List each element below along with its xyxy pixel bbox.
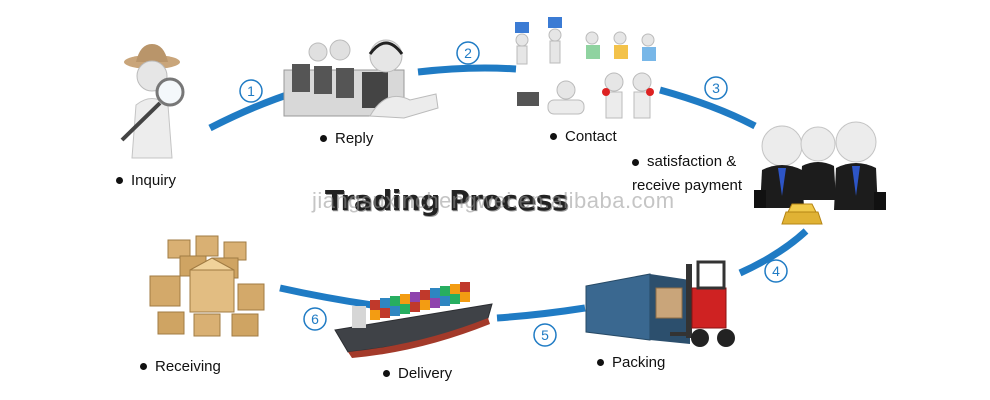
bullet-dot: [597, 359, 604, 366]
step-badge-5: 5: [533, 323, 557, 347]
step-badge-1-text: 1: [247, 83, 255, 99]
bullet-dot: [116, 177, 123, 184]
step-label-contact: Contact: [550, 128, 617, 145]
step-label-payment: satisfaction & receive payment: [632, 150, 742, 198]
bullet-dot: [140, 363, 147, 370]
people-communicating-icon: [515, 17, 656, 119]
bullet-dot: [632, 158, 639, 166]
container-forklift-icon: [585, 260, 735, 347]
step-label-inquiry: Inquiry: [116, 172, 176, 189]
step-label-reply: Reply: [320, 130, 373, 147]
step-label-packing-text: Packing: [612, 354, 666, 371]
arc-packing-delivery: [496, 304, 586, 322]
step-badge-1: 1: [239, 79, 263, 103]
call-center-operators-icon: [283, 39, 439, 119]
step-badge-3-text: 3: [712, 80, 720, 96]
step-badges: 1 2 3 4 5 6: [239, 41, 788, 347]
arc-reply-contact: [417, 64, 517, 76]
arc-contact-payment: [659, 86, 757, 130]
step-label-delivery: Delivery: [383, 365, 452, 382]
bullet-dot: [383, 370, 390, 377]
detective-with-magnifier-icon: [120, 44, 185, 159]
cargo-ship-icon: [334, 282, 493, 358]
step-badge-4: 4: [764, 259, 788, 283]
step-label-receiving-text: Receiving: [155, 358, 221, 375]
diagram-title: Trading Process: [325, 184, 569, 217]
step-label-delivery-text: Delivery: [398, 365, 453, 382]
step-label-inquiry-text: Inquiry: [131, 172, 177, 189]
arc-payment-packing: [738, 228, 809, 277]
step-badge-2-text: 2: [464, 45, 472, 61]
step-badge-6: 6: [303, 307, 327, 331]
step-badge-3: 3: [704, 76, 728, 100]
step-badge-6-text: 6: [311, 311, 319, 327]
step-label-reply-text: Reply: [335, 130, 374, 147]
step-badge-5-text: 5: [541, 327, 549, 343]
step-badge-2: 2: [456, 41, 480, 65]
step-label-payment-line1: satisfaction &: [647, 153, 737, 170]
step-badge-4-text: 4: [772, 263, 780, 279]
arc-delivery-receiving: [279, 284, 373, 309]
step-label-receiving: Receiving: [140, 358, 221, 375]
bullet-dot: [320, 135, 327, 142]
step-label-contact-text: Contact: [565, 128, 617, 145]
step-label-payment-line2: receive payment: [632, 177, 743, 194]
bullet-dot: [550, 133, 557, 140]
businessmen-with-gold-icon: [754, 121, 886, 225]
step-label-packing: Packing: [597, 354, 665, 371]
cardboard-boxes-icon: [149, 235, 265, 337]
watermark-text: jiangsuxinchengwei.en.alibaba.com: [312, 188, 675, 213]
